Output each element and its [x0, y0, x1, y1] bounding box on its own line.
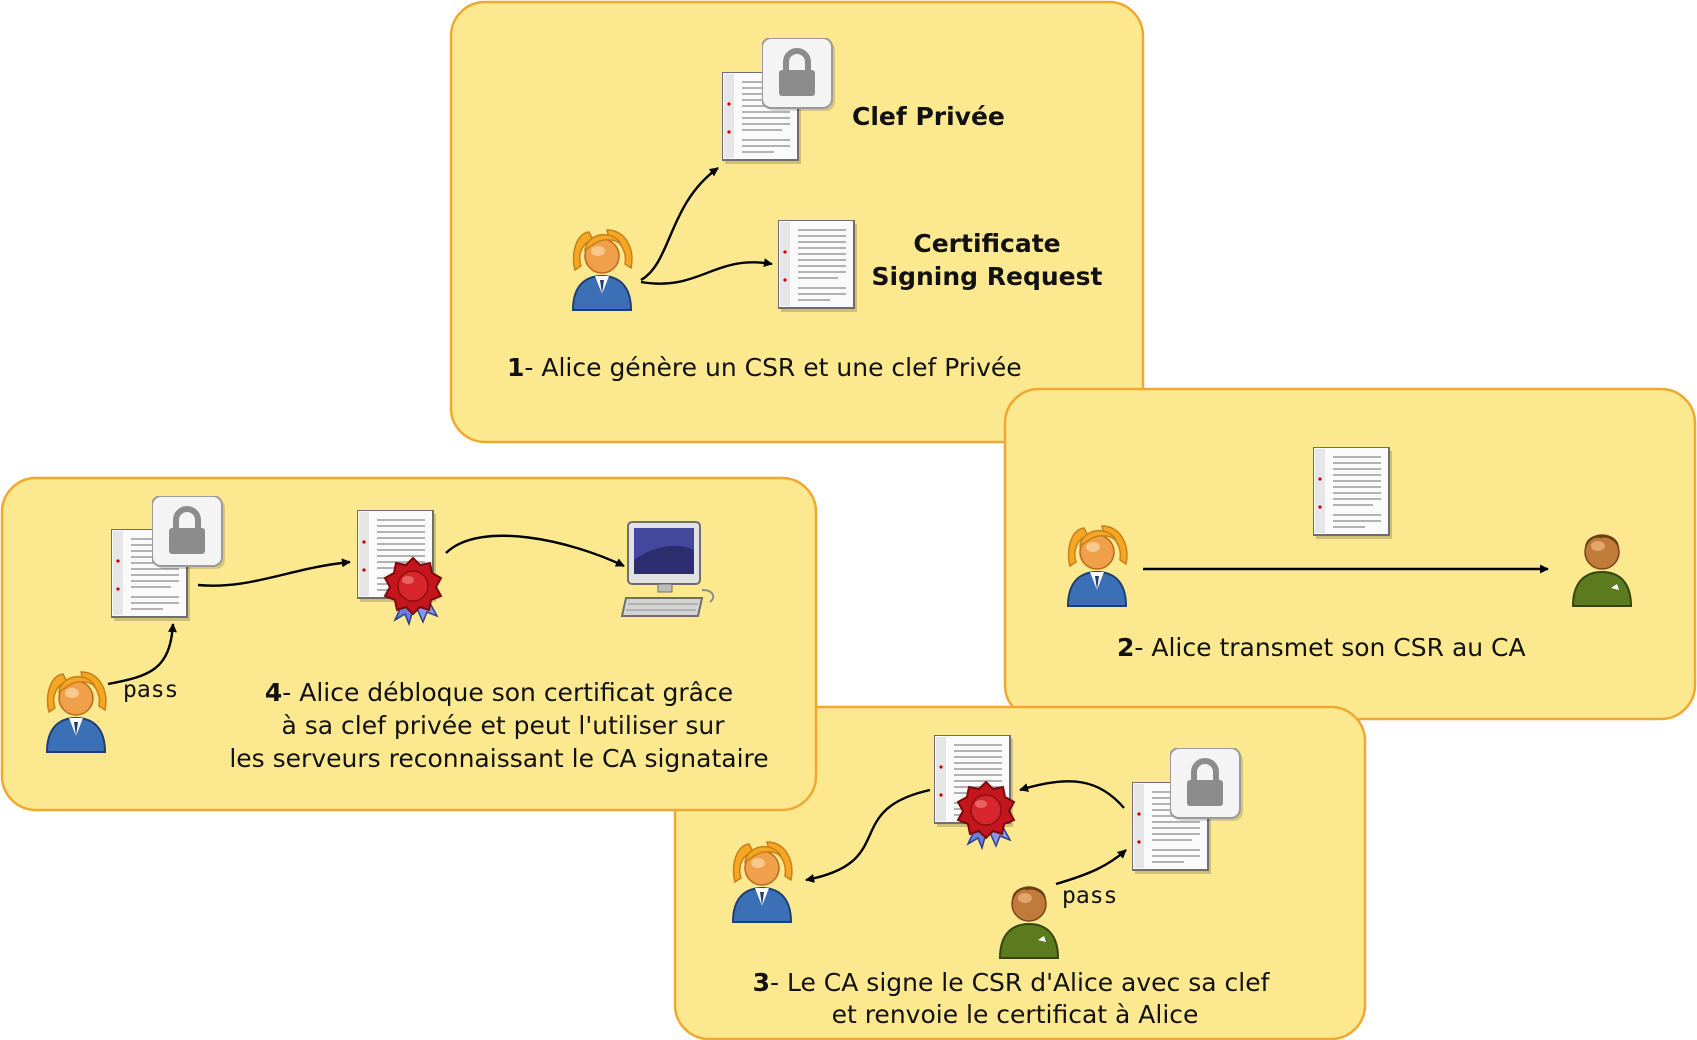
private-key-label: Clef Privée [852, 102, 1005, 131]
step4-caption-text-line1: - Alice débloque son certificat grâce [282, 678, 733, 707]
step1-number: 1 [507, 353, 524, 382]
step4-caption-line2: à sa clef privée et peut l'utiliser sur [281, 711, 725, 740]
step4-caption-line3: les serveurs reconnaissant le CA signata… [229, 744, 768, 773]
step1-caption-text: - Alice génère un CSR et une clef Privée [524, 353, 1021, 382]
step2-panel: 2- Alice transmet son CSR au CA [1003, 387, 1697, 721]
step4-caption-line1: 4- Alice débloque son certificat grâce [265, 678, 733, 707]
step3-caption-text-line1: - Le CA signe le CSR d'Alice avec sa cle… [770, 968, 1271, 997]
step4-panel: pass 4- Alice débloque son certificat gr… [0, 476, 818, 812]
step4-number: 4 [265, 678, 282, 707]
arrow-certificate-to-computer [445, 534, 625, 568]
lock-icon [762, 38, 835, 111]
lock-icon [1170, 748, 1243, 821]
lock-icon [152, 496, 225, 569]
pass-label: pass [123, 677, 178, 703]
arrow-alice-to-csr [640, 258, 773, 285]
step3-number: 3 [753, 968, 770, 997]
arrow-certificate-to-alice [805, 788, 931, 883]
step2-caption-text: - Alice transmet son CSR au CA [1134, 633, 1525, 662]
step2-number: 2 [1117, 633, 1134, 662]
step2-caption: 2- Alice transmet son CSR au CA [1117, 633, 1526, 662]
csr-label-line1: Certificate [913, 229, 1060, 258]
step3-caption-line1: 3- Le CA signe le CSR d'Alice avec sa cl… [753, 968, 1271, 997]
csr-label-line2: Signing Request [872, 262, 1103, 291]
csr-document-icon [778, 220, 858, 312]
step1-caption: 1- Alice génère un CSR et une clef Privé… [507, 353, 1022, 382]
step1-panel: Clef Privée Certificate Signing Request … [449, 0, 1145, 444]
arrow-key-to-certificate [197, 558, 351, 587]
arrow-key-to-certificate [1019, 780, 1125, 809]
step3-panel: pass 3- Le CA signe le CSR d'Alice avec … [673, 705, 1367, 1040]
arrow-alice-to-private-key [640, 167, 719, 282]
csr-document-icon [1313, 447, 1393, 539]
step3-caption-line2: et renvoie le certificat à Alice [832, 1000, 1199, 1029]
pass-label: pass [1062, 883, 1117, 909]
computer-icon [621, 521, 715, 617]
arrow-alice-to-key [107, 623, 177, 686]
arrow-ca-to-key [1055, 849, 1127, 886]
